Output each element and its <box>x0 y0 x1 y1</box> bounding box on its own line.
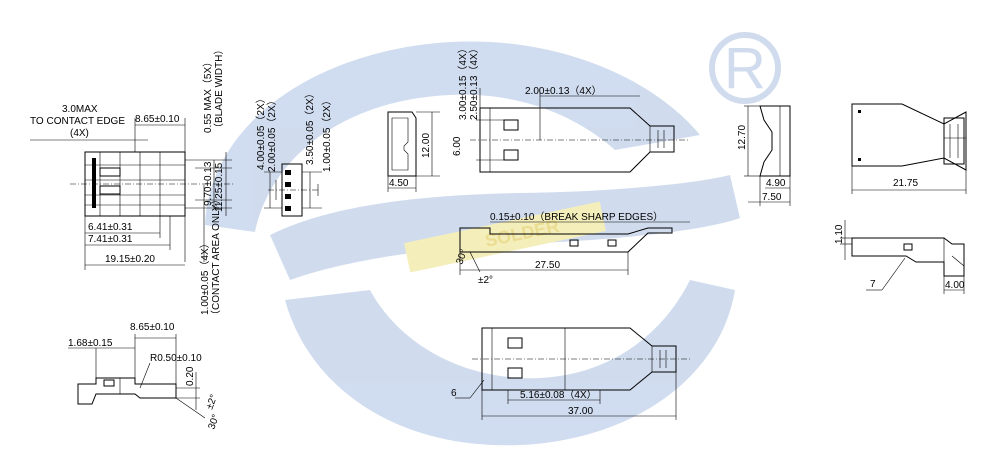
view-clip-small: 1.10 7 4.00 <box>834 220 965 294</box>
shell-angle-tol: ±2° <box>478 275 493 286</box>
shell-side-outline <box>459 227 673 253</box>
pitch-top-dim: 8.65±0.10 <box>135 114 180 125</box>
clip-dim-490: 4.90 <box>766 178 786 189</box>
profile-dim-020: 0.20 <box>185 366 196 386</box>
profile-outline <box>77 377 177 405</box>
dim-641: 6.41±0.31 <box>88 222 133 233</box>
registered-mark-letter: R <box>724 36 766 101</box>
end-height: 12.00 <box>421 133 432 158</box>
clip-side-outline <box>759 105 791 177</box>
view-connector-top-left: 3.0MAX TO CONTACT EDGE (4X) 8.65±0.10 0.… <box>30 45 235 320</box>
view-clip-top: 21.75 <box>851 103 967 194</box>
clip-small-dim-400: 4.00 <box>945 280 965 291</box>
plug-callout: 6 <box>451 388 457 399</box>
watermark-brand-bar <box>404 201 606 273</box>
view-pin-section: 4.00±0.05（2X） 2.00±0.05（2X） 3.50±0.05（2X… <box>255 88 333 217</box>
clip-height: 12.70 <box>737 125 748 150</box>
view-profile-bottom-left: 8.65±0.10 1.68±0.15 R0.50±0.10 0.20 ±2° … <box>68 322 222 431</box>
contact-edge-max: 3.0MAX <box>62 104 98 115</box>
dim-1125: 11.25±0.15 <box>214 162 225 212</box>
blade-max-dim: 0.55 MAX（5X） <box>202 57 214 133</box>
view-end: 12.00 4.50 <box>387 111 440 192</box>
dim-1915: 19.15±0.20 <box>105 254 155 265</box>
profile-angle-tol: ±2° <box>204 393 219 411</box>
profile-angle: 30° <box>206 413 222 431</box>
pin-dim-400: 4.00±0.05（2X） <box>255 93 267 170</box>
shell-length: 27.50 <box>535 260 560 271</box>
dim-970: 9.70±0.13 <box>203 161 214 206</box>
profile-dim-168: 1.68±0.15 <box>68 338 113 349</box>
view-shell-side: 0.15±0.10（BREAK SHARP EDGES） 30° ±2° 27.… <box>454 211 690 286</box>
view-clip-side: 12.70 4.90 7.50 <box>737 105 791 206</box>
contact-edge-note: TO CONTACT EDGE <box>30 116 125 127</box>
plug-dim-516: 5.16±0.08（4X） <box>520 389 597 401</box>
clip-small-callout: 7 <box>870 279 876 290</box>
clip-small-dim-110: 1.10 <box>834 224 845 244</box>
shell-top-outline <box>479 107 675 173</box>
view-plug-bottom-center: 6 5.16±0.08（4X） 37.00 <box>451 327 690 420</box>
shell-dim-600: 6.00 <box>452 136 463 156</box>
profile-radius: R0.50±0.10 <box>150 353 202 364</box>
clip-dim-750: 7.50 <box>762 192 782 203</box>
pin-dim-100: 1.00±0.05（2X） <box>321 95 333 172</box>
shell-dim-200: 2.00±0.13（4X） <box>525 85 602 97</box>
end-shell <box>387 111 417 177</box>
watermark-logo: SOLDER R <box>205 32 781 446</box>
contact-tolerance: 1.00±0.05（4X） <box>199 238 211 315</box>
dim-741: 7.41±0.31 <box>88 234 133 245</box>
profile-dim-865: 8.65±0.10 <box>130 322 175 333</box>
pin-dim-200: 2.00±0.05（2X） <box>266 95 278 172</box>
end-width: 4.50 <box>389 178 409 189</box>
shell-angle-top: 30° <box>454 248 470 266</box>
watermark-lower-arc <box>285 280 735 446</box>
shell-dim-250: 2.50±0.13（4X） <box>468 43 480 120</box>
plug-length: 37.00 <box>568 406 593 417</box>
blade-width-note: （BLADE WIDTH） <box>213 45 225 133</box>
view-shell-top: 3.00±0.15（4X） 2.50±0.13（4X） 2.00±0.13（4X… <box>452 43 690 173</box>
clip-top-width: 21.75 <box>893 178 918 189</box>
break-note: 0.15±0.10（BREAK SHARP EDGES） <box>490 211 663 223</box>
contact-edge-qty: (4X) <box>70 128 89 139</box>
shell-dim-300: 3.00±0.15（4X） <box>457 43 469 120</box>
pin-dim-350: 3.50±0.05（2X） <box>304 88 316 165</box>
contact-area-note: （CONTACT AREA ONLY） <box>210 194 222 320</box>
clip-top-outline <box>851 103 967 171</box>
registered-mark-ring <box>709 32 781 104</box>
watermark-upper-arc <box>205 41 700 233</box>
